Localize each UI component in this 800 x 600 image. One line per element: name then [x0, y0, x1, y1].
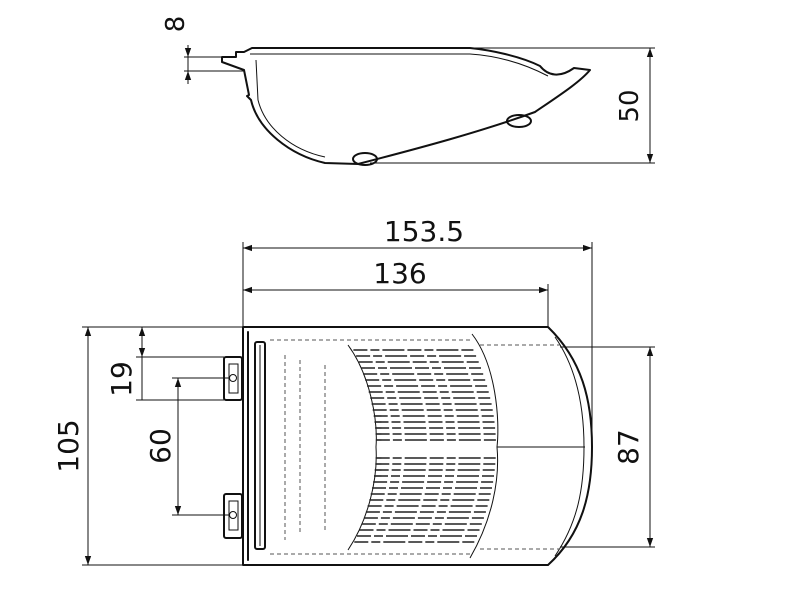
front-foot — [506, 114, 532, 128]
side-view: 8 50 — [161, 16, 655, 166]
dim-body-length: 136 — [243, 257, 549, 327]
mount-bracket-lower — [223, 493, 243, 539]
screw-hole-icon — [229, 511, 237, 519]
screw-hole-icon — [229, 374, 237, 382]
dim-front-width: 87 — [560, 346, 655, 548]
dim-overall-width-label: 105 — [52, 419, 85, 472]
dim-overall-width: 105 — [52, 326, 243, 566]
top-view — [223, 326, 593, 566]
side-view-inner-wall — [255, 59, 326, 158]
dim-total-height: 50 — [370, 47, 655, 164]
rear-foot — [352, 152, 378, 166]
dim-mount-spacing-label: 60 — [144, 428, 177, 464]
hinge-strip — [254, 341, 266, 550]
dim-lip-height-label: 8 — [161, 16, 191, 33]
dim-mount-spacing: 60 — [144, 377, 229, 516]
rear-section-divider — [347, 344, 377, 551]
dim-overall-length: 153.5 — [242, 215, 593, 447]
dim-body-length-label: 136 — [373, 257, 426, 290]
drain-ribs — [353, 349, 496, 543]
dim-mount-offset: 19 — [105, 327, 224, 401]
side-view-inner-rim — [250, 53, 549, 77]
dim-front-width-label: 87 — [612, 429, 645, 465]
side-view-outline — [221, 47, 591, 165]
dim-total-height-label: 50 — [615, 89, 645, 122]
rear-dashed-details — [270, 339, 560, 555]
dim-lip-height: 8 — [161, 16, 244, 84]
dim-mount-offset-label: 19 — [105, 361, 138, 397]
dim-overall-length-label: 153.5 — [384, 215, 464, 248]
